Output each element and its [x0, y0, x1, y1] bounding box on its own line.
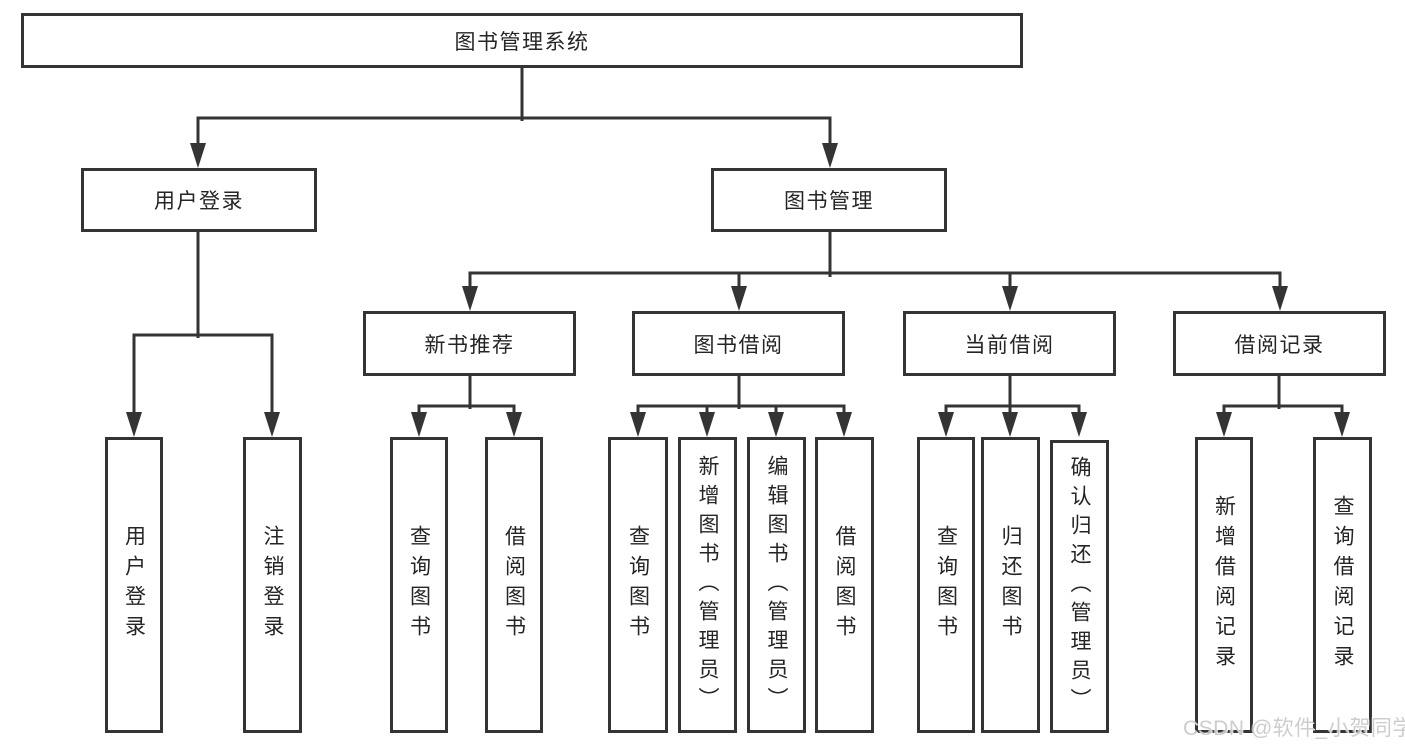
leaf-nb-borrow-book-label: 借阅图书 [502, 525, 526, 645]
leaf-nb-borrow-book: 借阅图书 [485, 437, 543, 733]
leaf-user-login-label: 用户登录 [122, 525, 146, 645]
connector-userlogin-rail [132, 333, 274, 414]
leaf-bb-edit-book: 编辑图书（管理员） [747, 437, 806, 733]
node-borrow-records: 借阅记录 [1173, 311, 1386, 376]
leaf-logout-label: 注销登录 [261, 525, 284, 645]
leaf-bb-query-book-label: 查询图书 [626, 525, 650, 645]
leaf-br-add-record-label: 新增借阅记录 [1212, 495, 1236, 675]
leaf-bb-borrow-book-label: 借阅图书 [833, 525, 856, 645]
node-new-book-recommend: 新书推荐 [363, 311, 576, 376]
node-book-borrow-label: 图书借阅 [693, 333, 784, 357]
arrowheads [126, 143, 1350, 437]
leaf-br-query-record: 查询借阅记录 [1313, 437, 1372, 733]
leaf-bb-query-book: 查询图书 [608, 437, 668, 733]
node-book-management: 图书管理 [711, 168, 947, 232]
leaf-bb-add-book: 新增图书（管理员） [678, 437, 737, 733]
leaf-cb-query-book: 查询图书 [917, 437, 975, 733]
node-book-borrow: 图书借阅 [632, 311, 845, 376]
leaf-cb-confirm-return: 确认归还（管理员） [1050, 440, 1109, 733]
leaf-cb-query-book-label: 查询图书 [934, 525, 958, 645]
leaf-bb-borrow-book: 借阅图书 [815, 437, 874, 733]
connector-level2-rail [196, 116, 832, 145]
leaf-nb-query-book-label: 查询图书 [407, 525, 431, 645]
node-user-login: 用户登录 [81, 168, 317, 232]
node-root-label: 图书管理系统 [454, 30, 590, 54]
leaf-nb-query-book: 查询图书 [390, 437, 448, 733]
leaf-cb-return-book-label: 归还图书 [999, 525, 1022, 645]
leaf-br-add-record: 新增借阅记录 [1195, 437, 1253, 733]
leaf-cb-return-book: 归还图书 [981, 437, 1040, 733]
leaf-br-query-record-label: 查询借阅记录 [1331, 495, 1354, 675]
leaf-bb-edit-book-label: 编辑图书（管理员） [765, 454, 788, 716]
leaf-cb-confirm-return-label: 确认归还（管理员） [1068, 456, 1091, 717]
node-book-management-label: 图书管理 [784, 190, 874, 213]
leaf-bb-add-book-label: 新增图书（管理员） [696, 454, 719, 716]
leaf-user-login: 用户登录 [105, 437, 163, 733]
node-root: 图书管理系统 [21, 13, 1023, 68]
node-borrow-records-label: 借阅记录 [1234, 333, 1325, 357]
node-current-borrow-label: 当前借阅 [964, 333, 1055, 357]
leaf-logout: 注销登录 [243, 437, 302, 733]
csdn-watermark: CSDN @软件_小贺同学 [1183, 717, 1405, 740]
node-current-borrow: 当前借阅 [903, 311, 1116, 376]
node-new-book-recommend-label: 新书推荐 [424, 333, 515, 357]
connector-level3-rail [468, 271, 1282, 288]
node-user-login-label: 用户登录 [154, 190, 244, 213]
